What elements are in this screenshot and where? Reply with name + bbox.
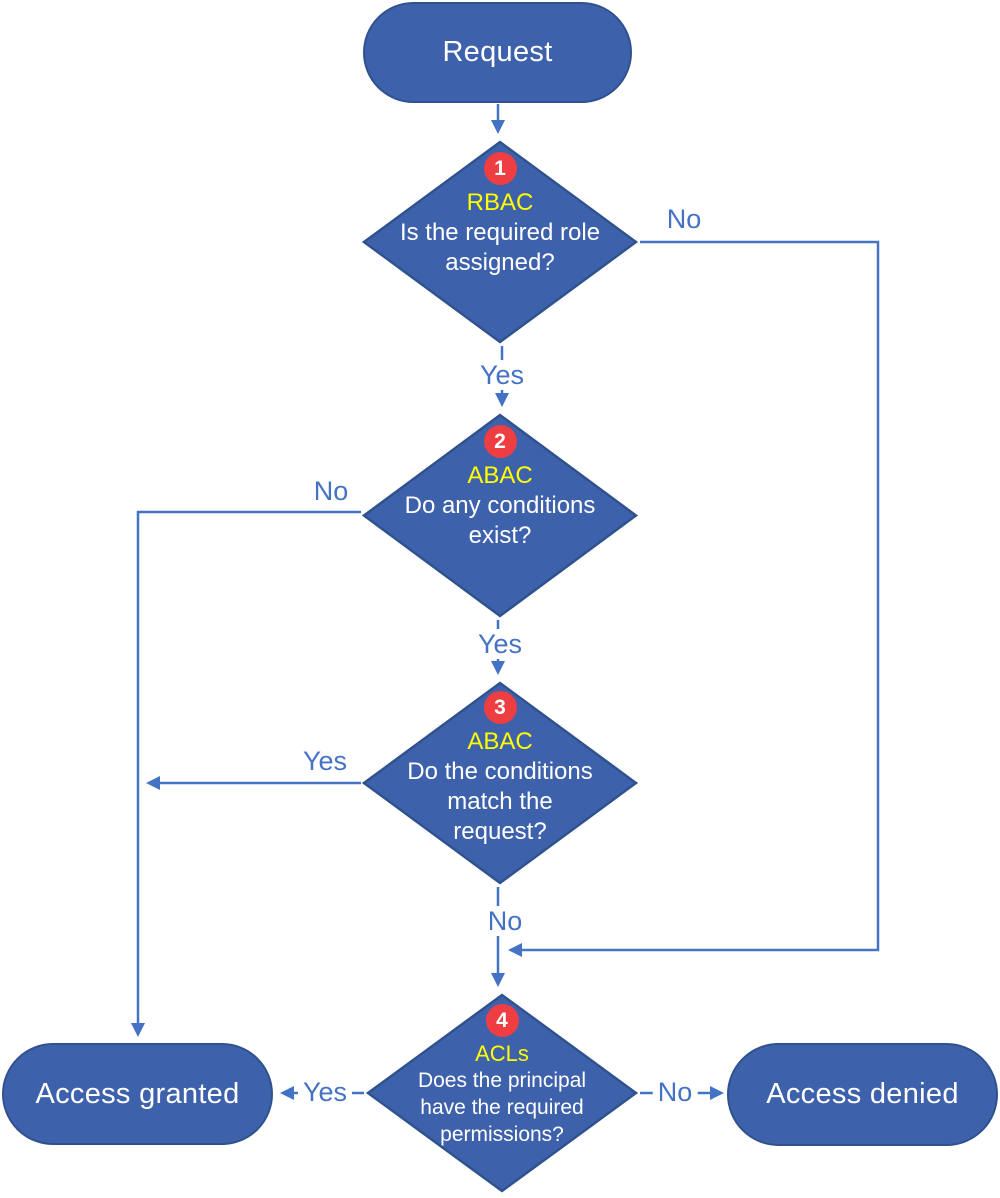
step-badge-2: 2	[483, 425, 517, 458]
diamond-shape	[362, 413, 638, 618]
question-line: Is the required role	[399, 219, 601, 246]
end-node-access-denied: Access denied	[727, 1043, 998, 1146]
question-line: request?	[453, 818, 547, 845]
edge-label-rbac-yes: Yes	[474, 360, 530, 390]
access-denied-label: Access denied	[766, 1078, 959, 1110]
decision-node-abac-exist: 2 ABAC Do any conditions exist?	[362, 413, 638, 618]
step-badge-1: 1	[483, 152, 517, 185]
keyword-abac: ABAC	[467, 728, 533, 755]
arrowhead-abac-exist-yes	[491, 661, 505, 675]
connector-abac-exist-no	[136, 510, 361, 1025]
diamond-shape	[362, 681, 638, 885]
arrowhead-acl-no	[710, 1086, 724, 1100]
arrowhead-request-to-rbac	[491, 120, 505, 134]
keyword-rbac: RBAC	[466, 189, 534, 216]
question-line: Does the principal	[417, 1069, 587, 1092]
question-line: permissions?	[440, 1123, 564, 1146]
keyword-abac: ABAC	[467, 462, 533, 489]
start-node-label: Request	[442, 36, 553, 68]
question-line: assigned?	[445, 249, 555, 276]
question-line: Do any conditions	[404, 492, 596, 519]
start-node-request: Request	[363, 2, 632, 103]
edge-label-acl-no: No	[652, 1077, 698, 1107]
edge-label-abac-match-yes: Yes	[297, 746, 353, 776]
diamond-shape	[362, 140, 638, 344]
arrowhead-into-granted	[131, 1023, 145, 1037]
arrowhead-acl-yes	[280, 1086, 294, 1100]
keyword-acls: ACLs	[475, 1041, 529, 1066]
arrowhead-rbac-yes	[495, 393, 509, 407]
question-line: exist?	[468, 522, 532, 549]
connector-rbac-no	[522, 240, 880, 952]
decision-node-acls: 4 ACLs Does the principal have the requi…	[366, 993, 638, 1193]
step-badge-4: 4	[485, 1004, 519, 1037]
arrowhead-rbac-no	[508, 943, 522, 957]
decision-node-rbac: 1 RBAC Is the required role assigned?	[362, 140, 638, 344]
decision-node-abac-match: 3 ABAC Do the conditions match the reque…	[362, 681, 638, 885]
question-line: Do the conditions	[407, 758, 593, 785]
diamond-shape	[366, 993, 638, 1193]
access-granted-label: Access granted	[35, 1077, 240, 1110]
edge-label-acl-yes: Yes	[297, 1077, 353, 1107]
step-badge-3: 3	[483, 691, 517, 724]
edge-label-abac-exist-no: No	[308, 476, 354, 506]
edge-label-abac-exist-yes: Yes	[472, 629, 528, 659]
end-node-access-granted: Access granted	[2, 1043, 273, 1145]
edge-label-rbac-no: No	[661, 204, 707, 234]
question-line: have the required	[420, 1096, 584, 1119]
edge-label-abac-match-no: No	[482, 906, 528, 936]
arrowhead-abac-match-no	[491, 973, 505, 987]
question-line: match the	[447, 788, 553, 815]
arrowhead-abac-match-yes	[146, 776, 160, 790]
